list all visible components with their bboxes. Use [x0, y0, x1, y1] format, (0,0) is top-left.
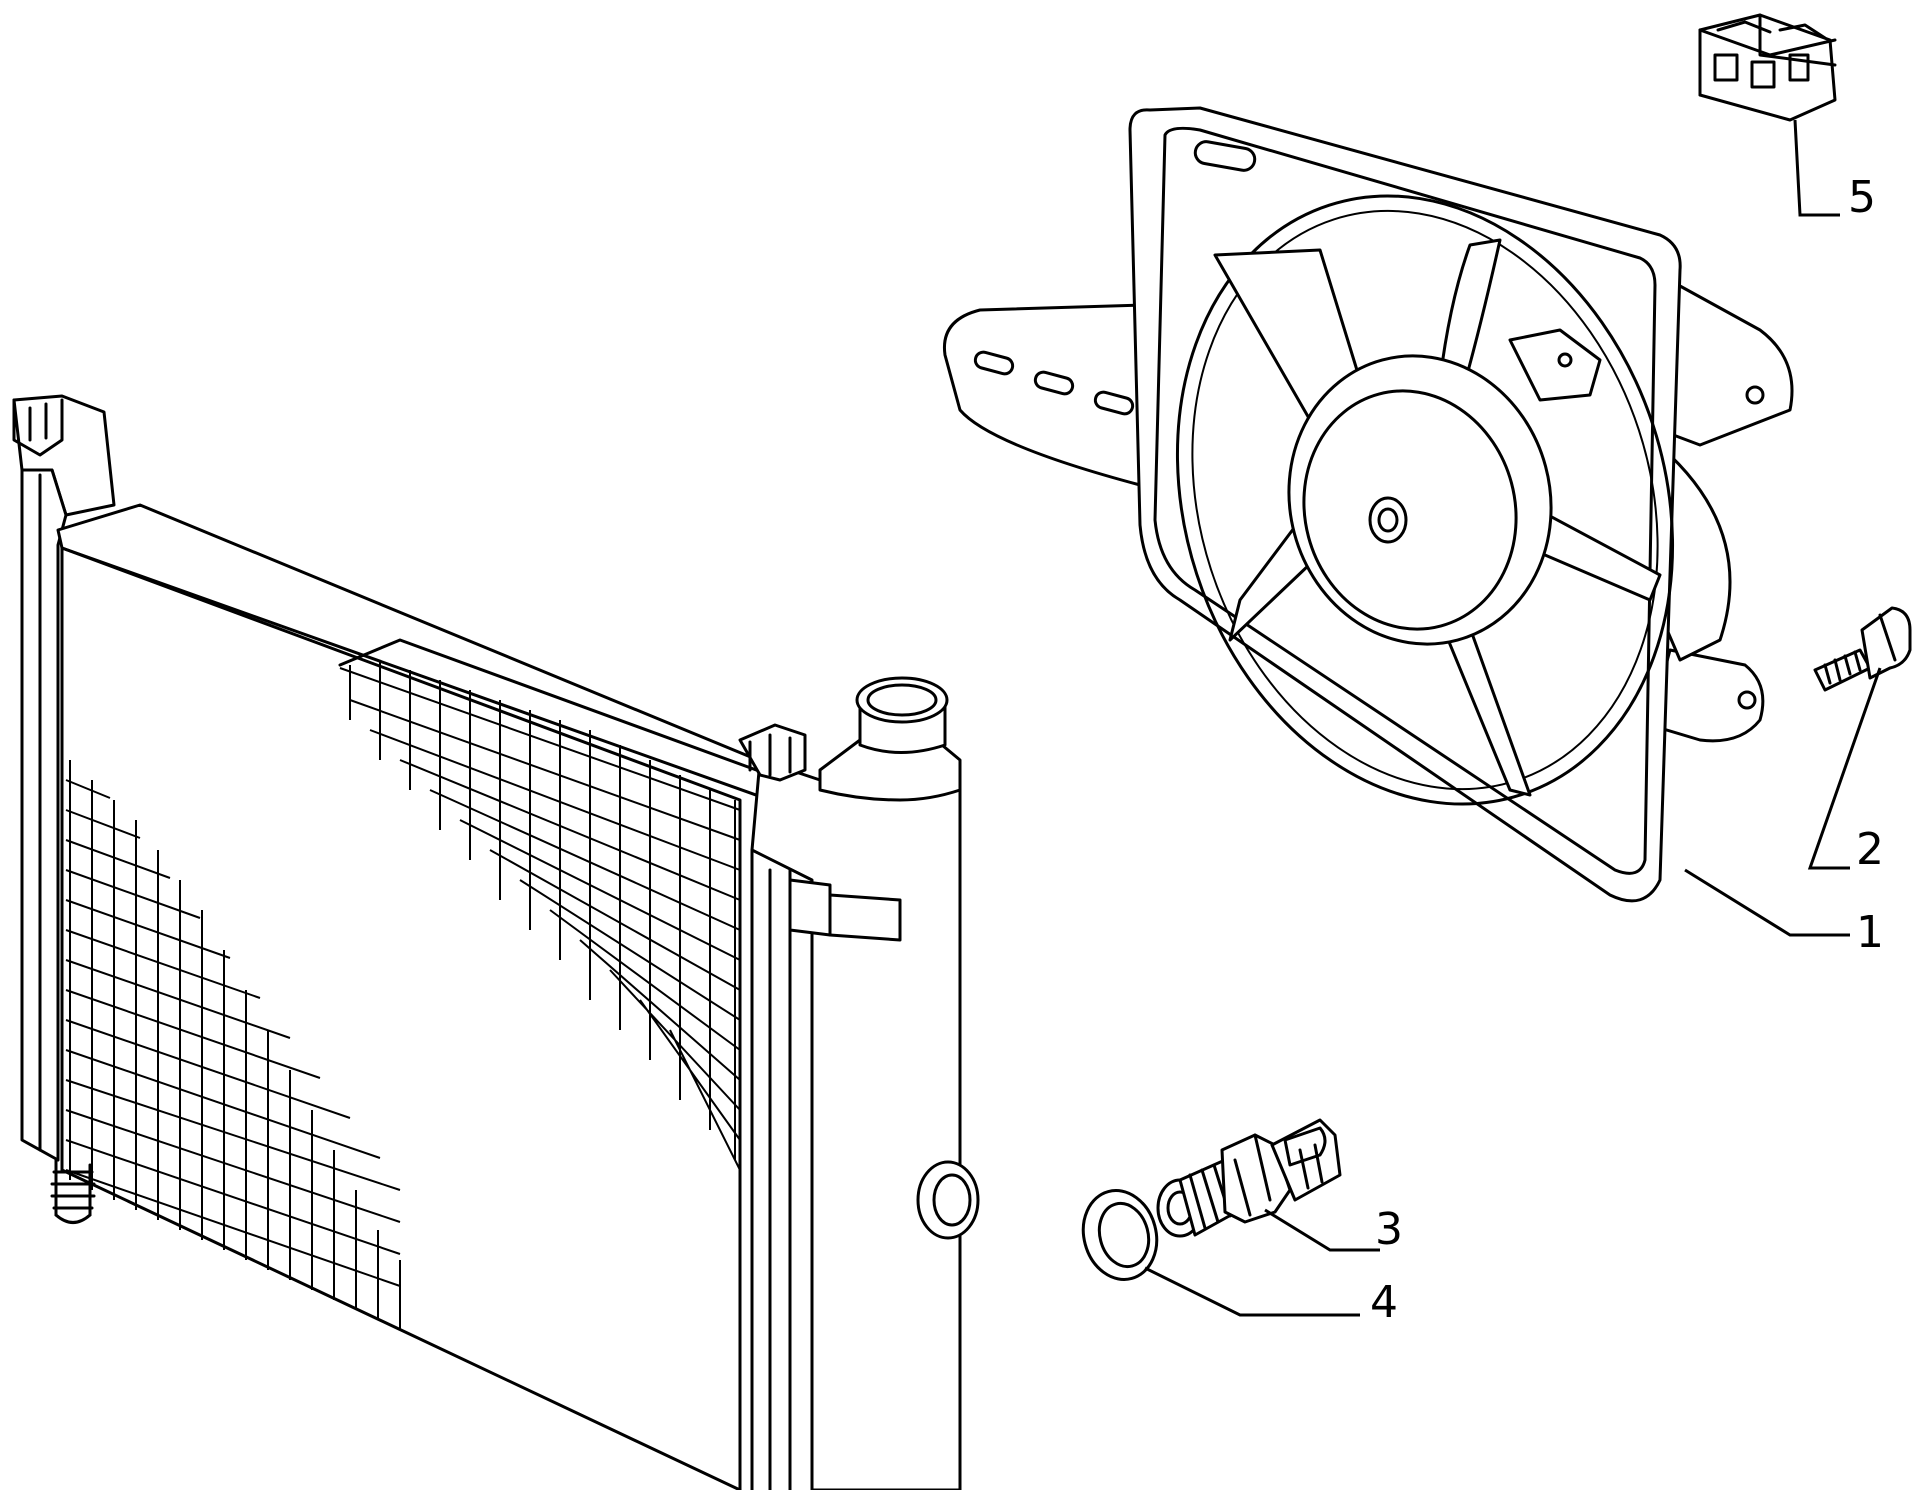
leader-5 — [1793, 119, 1840, 217]
part-4-washer — [1081, 1189, 1159, 1281]
leader-lines — [1144, 119, 1882, 1317]
leader-4 — [1144, 1266, 1360, 1317]
callout-numbers: 1 2 3 4 5 — [1370, 172, 1884, 1328]
callout-2: 2 — [1856, 824, 1884, 875]
callout-3: 3 — [1375, 1204, 1403, 1255]
callout-5: 5 — [1848, 172, 1876, 223]
fan-shroud-assembly — [942, 106, 1794, 903]
leader-3 — [1264, 1208, 1380, 1252]
part-2-bolt — [1813, 606, 1912, 692]
leader-1 — [1684, 868, 1850, 937]
part-5-connector — [1698, 13, 1837, 122]
radiator-core-grid — [65, 760, 401, 1330]
callout-1: 1 — [1856, 907, 1884, 958]
callout-4: 4 — [1370, 1277, 1398, 1328]
radiator-core-grid-upper — [338, 638, 772, 1171]
radiator — [12, 394, 980, 1490]
part-3-thermal-switch — [1156, 1118, 1342, 1238]
leader-2 — [1807, 667, 1882, 870]
